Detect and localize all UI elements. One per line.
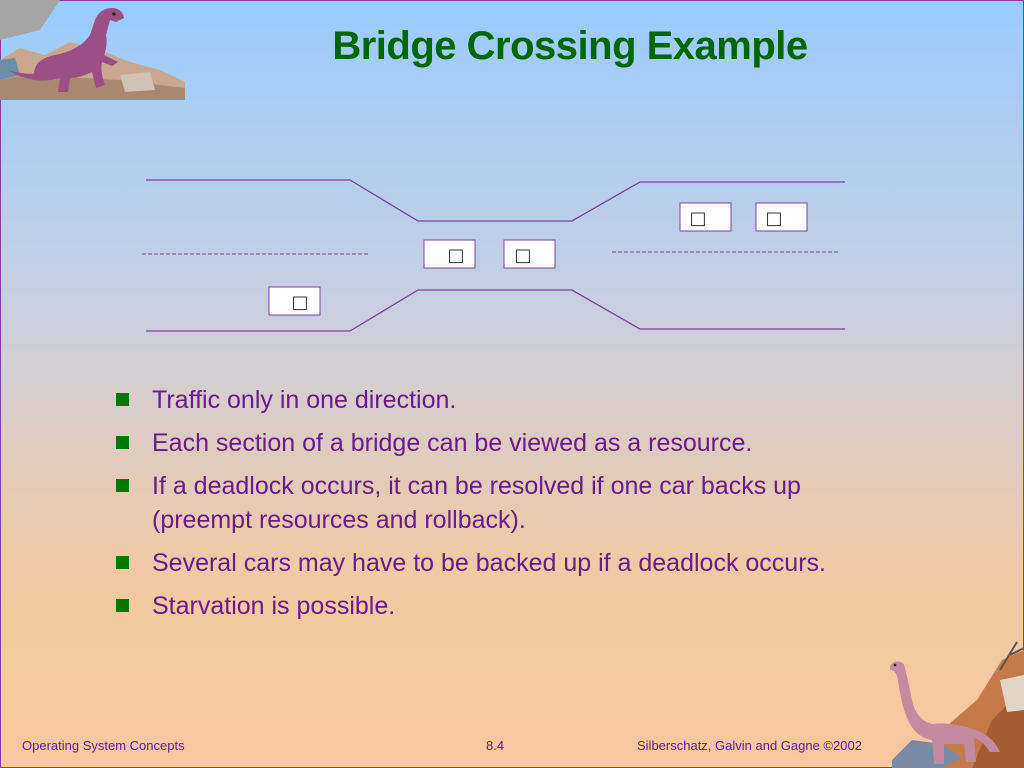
- car-right-upper-1: □: [679, 202, 732, 232]
- bullet-item: Each section of a bridge can be viewed a…: [114, 426, 874, 460]
- car-icon: □: [514, 245, 531, 266]
- dinosaur-trex-icon: [0, 0, 185, 100]
- bullet-text: Each section of a bridge can be viewed a…: [152, 429, 753, 457]
- bullet-square-icon: [116, 556, 129, 569]
- bullet-text: Traffic only in one direction.: [152, 386, 457, 414]
- bullet-text: Several cars may have to be backed up if…: [152, 549, 826, 577]
- bullet-list: Traffic only in one direction. Each sect…: [114, 383, 874, 632]
- bullet-text: If a deadlock occurs, it can be resolved…: [152, 472, 801, 534]
- car-icon: □: [291, 292, 308, 313]
- bullet-item: Several cars may have to be backed up if…: [114, 546, 874, 580]
- car-left-lower: □: [268, 286, 321, 316]
- road-upper-edge: [146, 179, 845, 222]
- bridge-diagram: □ □ □ □ □: [142, 179, 845, 332]
- road-lower-edge: [146, 289, 845, 332]
- dinosaur-brontosaurus-icon: [890, 641, 1024, 768]
- bullet-square-icon: [116, 393, 129, 406]
- bullet-square-icon: [116, 479, 129, 492]
- slide-title: Bridge Crossing Example: [332, 24, 808, 68]
- footer-course-title: Operating System Concepts: [22, 738, 185, 753]
- bullet-item: Starvation is possible.: [114, 589, 874, 623]
- car-icon: □: [689, 208, 706, 229]
- car-bridge-1: □: [423, 239, 476, 269]
- footer-slide-number: 8.4: [486, 738, 505, 753]
- car-icon: □: [447, 245, 464, 266]
- car-icon: □: [765, 208, 782, 229]
- footer-copyright: Silberschatz, Galvin and Gagne ©2002: [637, 738, 862, 753]
- bullet-square-icon: [116, 599, 129, 612]
- bullet-item: If a deadlock occurs, it can be resolved…: [114, 469, 874, 537]
- car-right-upper-2: □: [755, 202, 808, 232]
- bullet-square-icon: [116, 436, 129, 449]
- bullet-item: Traffic only in one direction.: [114, 383, 874, 417]
- bullet-text: Starvation is possible.: [152, 592, 396, 620]
- car-bridge-2: □: [503, 239, 556, 269]
